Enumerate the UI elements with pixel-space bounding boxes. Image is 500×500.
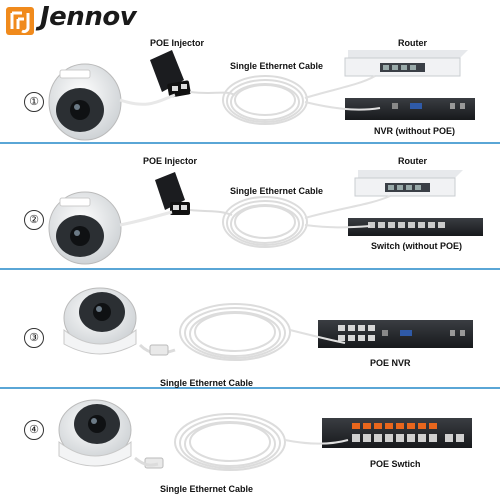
cable-label-2: Single Ethernet Cable	[230, 186, 324, 196]
section-divider	[0, 142, 500, 144]
nvr-1	[345, 98, 475, 120]
router-1	[344, 50, 468, 77]
poe-injector-2	[155, 172, 190, 215]
section-divider	[0, 387, 500, 389]
device-label-3: POE NVR	[370, 358, 411, 368]
dome-camera-2	[48, 191, 122, 265]
step-number-4: ④	[24, 420, 44, 440]
poe-injector-1	[150, 50, 191, 98]
router-label-2: Router	[398, 156, 427, 166]
cable-label-3: Single Ethernet Cable	[160, 378, 254, 388]
brand-name: Jennov	[40, 2, 137, 32]
device-label-2: Switch (without POE)	[371, 241, 462, 251]
ethernet-cable-coil-4	[174, 413, 286, 471]
poe-nvr-3	[318, 320, 473, 348]
dome-camera-3	[63, 287, 137, 355]
step-number-3: ③	[24, 328, 44, 348]
device-label-4: POE Swtich	[370, 459, 421, 469]
switch-2	[348, 218, 483, 236]
device-label-1: NVR (without POE)	[374, 126, 455, 136]
step-number-2: ②	[24, 210, 44, 230]
cable-label-4: Single Ethernet Cable	[160, 484, 254, 494]
section-divider	[0, 268, 500, 270]
router-label-1: Router	[398, 38, 427, 48]
ethernet-cable-coil-2	[222, 196, 308, 248]
step-number-1: ①	[24, 92, 44, 112]
dome-camera-4	[58, 399, 132, 467]
dome-camera-1	[48, 63, 122, 141]
cable-label-1: Single Ethernet Cable	[230, 61, 324, 71]
poe-switch-4	[322, 418, 472, 448]
ethernet-cable-coil-1	[222, 75, 308, 125]
poe-injector-label-2: POE Injector	[143, 156, 198, 166]
router-2	[354, 170, 463, 197]
poe-injector-label-1: POE Injector	[150, 38, 205, 48]
ethernet-cable-coil-3	[179, 303, 291, 361]
